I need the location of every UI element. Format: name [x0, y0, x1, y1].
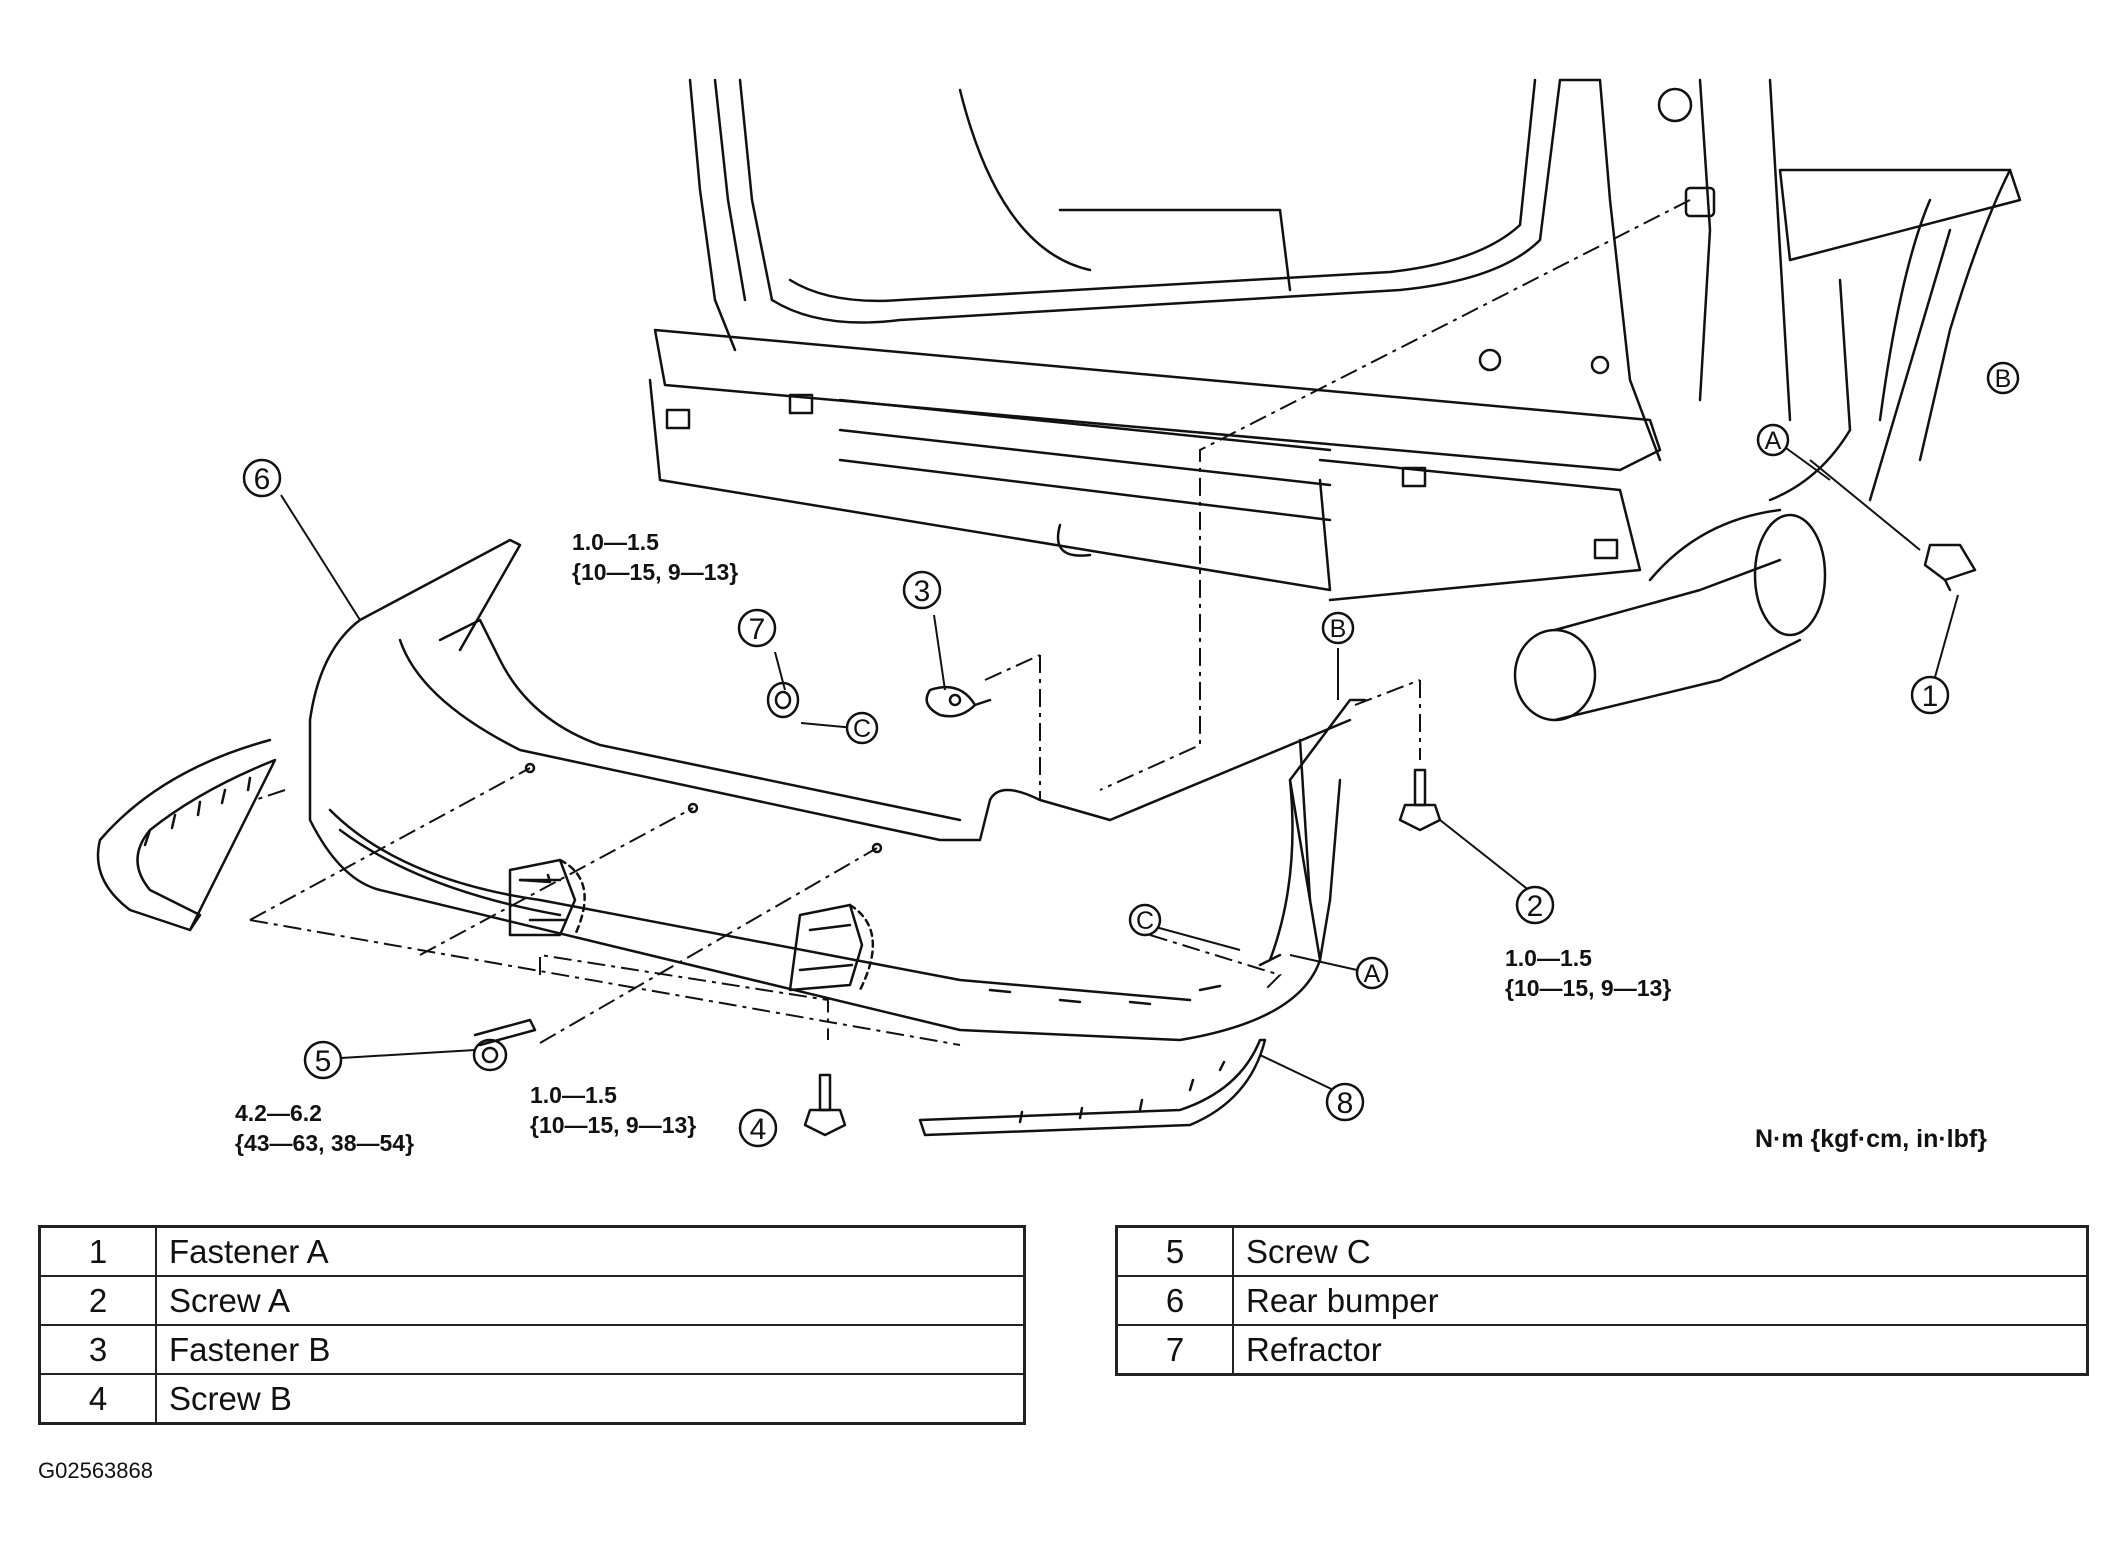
- reference-markers: A B B A C C: [845, 361, 2020, 990]
- callout-7-number: 7: [749, 613, 766, 646]
- legend-number: 3: [38, 1324, 157, 1375]
- ref-c-refractor: C: [845, 711, 879, 745]
- ref-a-bumper-letter: A: [1364, 960, 1381, 988]
- torque-spec-right-conversion: {10—15, 9—13}: [1505, 975, 1672, 1001]
- callout-5: 5: [303, 1040, 343, 1080]
- legend-number: 4: [38, 1373, 157, 1425]
- ref-a-right: A: [1756, 423, 1790, 457]
- ref-c-bumper: C: [1128, 903, 1162, 937]
- bumper-reinforcement: [648, 328, 1662, 602]
- legend-number: 6: [1115, 1275, 1234, 1326]
- screw-a-part: [1398, 768, 1442, 832]
- legend-number: 7: [1115, 1324, 1234, 1376]
- exhaust-muffler: [1513, 508, 1827, 722]
- torque-spec-top-value: 1.0—1.5: [572, 529, 659, 555]
- ref-b-bumper: B: [1321, 611, 1355, 645]
- torque-spec-right-value: 1.0—1.5: [1505, 945, 1592, 971]
- legend-part-name: Rear bumper: [1232, 1275, 2089, 1326]
- bottom-refractor-strip: [918, 1038, 1267, 1137]
- legend-number: 1: [38, 1225, 157, 1277]
- ref-c-bumper-letter: C: [1136, 907, 1154, 935]
- callout-1-number: 1: [1922, 680, 1939, 713]
- callout-5-number: 5: [315, 1045, 332, 1078]
- fastener-b-part: [925, 685, 992, 718]
- callout-2: 2: [1515, 885, 1555, 925]
- legend-part-name: Screw C: [1232, 1225, 2089, 1277]
- torque-spec-top: 1.0—1.5 {10—15, 9—13}: [572, 527, 738, 587]
- torque-spec-left-conversion: {43—63, 38—54}: [235, 1130, 415, 1156]
- callout-4-number: 4: [750, 1113, 767, 1146]
- screw-c-part: [472, 1018, 537, 1072]
- ref-b-right-letter: B: [1995, 365, 2012, 393]
- bumper-brackets: [508, 858, 875, 992]
- callout-3-number: 3: [914, 575, 931, 608]
- callout-3: 3: [902, 570, 942, 610]
- callout-leaders: [280, 439, 1959, 1096]
- callout-6-number: 6: [254, 463, 271, 496]
- torque-spec-right: 1.0—1.5 {10—15, 9—13}: [1505, 943, 1671, 1003]
- legend-number: 5: [1115, 1225, 1234, 1277]
- vehicle-body: [688, 78, 2022, 502]
- torque-spec-left: 4.2—6.2 {43—63, 38—54}: [235, 1098, 414, 1158]
- part-callouts: 1 2 3 4 5 6 7 8: [242, 458, 1950, 1148]
- torque-spec-bottom-value: 1.0—1.5: [530, 1082, 617, 1108]
- ref-c-refractor-letter: C: [853, 715, 871, 743]
- document-id: G02563868: [38, 1458, 153, 1483]
- ref-b-bumper-letter: B: [1330, 615, 1347, 643]
- callout-4: 4: [738, 1108, 778, 1148]
- callout-8-number: 8: [1337, 1087, 1354, 1120]
- fastener-a-part: [1923, 543, 1977, 592]
- legend-part-name: Fastener B: [155, 1324, 1026, 1375]
- callout-8: 8: [1325, 1082, 1365, 1122]
- rear-bumper-cover: [308, 538, 1367, 1042]
- screw-b-part: [803, 1073, 847, 1137]
- ref-b-right: B: [1986, 361, 2020, 395]
- legend-number: 2: [38, 1275, 157, 1326]
- torque-spec-bottom: 1.0—1.5 {10—15, 9—13}: [530, 1080, 696, 1140]
- callout-2-number: 2: [1527, 890, 1544, 923]
- legend-part-name: Screw A: [155, 1275, 1026, 1326]
- ref-a-right-letter: A: [1765, 427, 1782, 455]
- torque-spec-bottom-conversion: {10—15, 9—13}: [530, 1112, 697, 1138]
- torque-spec-left-value: 4.2—6.2: [235, 1100, 322, 1126]
- torque-spec-top-conversion: {10—15, 9—13}: [572, 559, 739, 585]
- ref-a-bumper: A: [1355, 956, 1389, 990]
- legend-part-name: Fastener A: [155, 1225, 1026, 1277]
- legend-part-name: Refractor: [1232, 1324, 2089, 1376]
- legend-part-name: Screw B: [155, 1373, 1026, 1425]
- left-refractor-strip: [96, 738, 277, 932]
- torque-units-note: N·m {kgf·cm, in·lbf}: [1755, 1125, 1987, 1153]
- dash-dot-lines: [249, 199, 1691, 1046]
- callout-7: 7: [737, 608, 777, 648]
- refractor-part: [766, 681, 800, 719]
- callout-6: 6: [242, 458, 282, 498]
- callout-1: 1: [1910, 675, 1950, 715]
